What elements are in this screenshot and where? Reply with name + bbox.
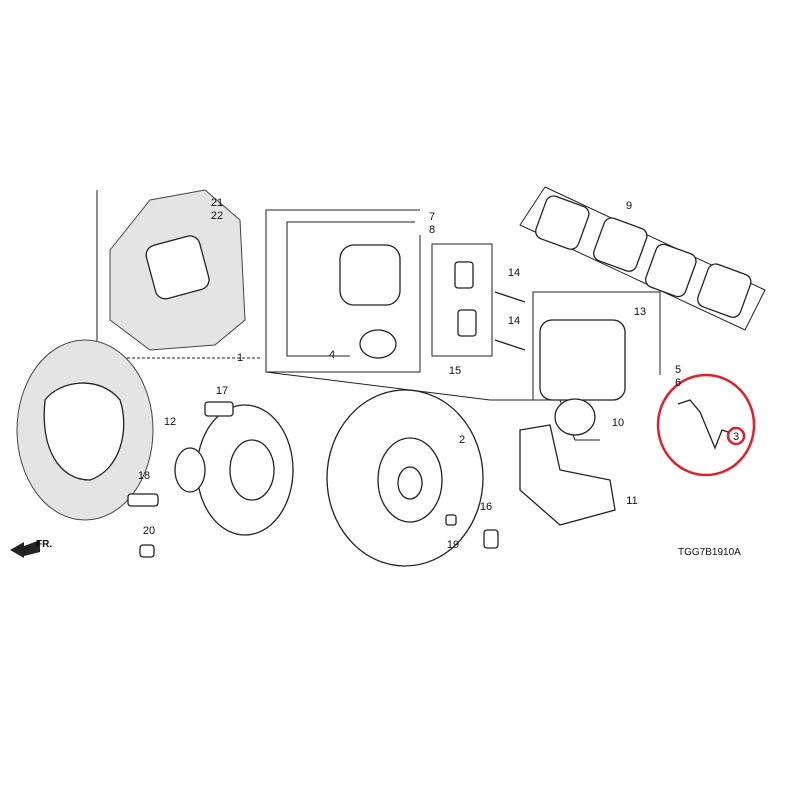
callout-20: 20 [143,525,155,537]
front-indicator: FR. [36,539,52,550]
callout-4: 4 [329,349,335,361]
callout-14: 14 [508,267,520,279]
pad-spring-part [677,399,729,450]
callout-10: 10 [612,417,624,429]
callout-14: 14 [508,315,520,327]
callout-9: 9 [626,200,632,212]
front-arrow-icon [10,540,40,558]
caliper-bracket-part [519,424,616,526]
callout-5: 5 [675,364,681,376]
callout-3: 3 [733,431,739,443]
highlight-callout-ring [726,426,746,446]
callout-8: 8 [429,224,435,236]
group-box-15 [431,243,493,357]
callout-12: 12 [164,416,176,428]
seal-ring-part [359,329,397,359]
brake-pad-part [535,195,590,250]
drawing-code: TGG7B1910A [678,547,741,558]
piston-boot-part [554,398,596,436]
callout-13: 13 [634,306,646,318]
callout-22: 22 [211,210,223,222]
callout-16: 16 [480,501,492,513]
callout-21: 21 [211,197,223,209]
caliper-body-part [539,319,626,401]
callout-17: 17 [216,385,228,397]
callout-19: 19 [447,539,459,551]
callout-1: 1 [237,352,243,364]
caliper-piston-part [339,244,401,306]
callout-11: 11 [626,495,637,507]
callout-15: 15 [449,365,461,377]
callout-18: 18 [138,470,150,482]
group-box-4 [286,221,415,357]
highlight-circle [656,373,756,477]
callout-2: 2 [459,434,465,446]
callout-7: 7 [429,211,435,223]
callout-6: 6 [675,377,681,389]
